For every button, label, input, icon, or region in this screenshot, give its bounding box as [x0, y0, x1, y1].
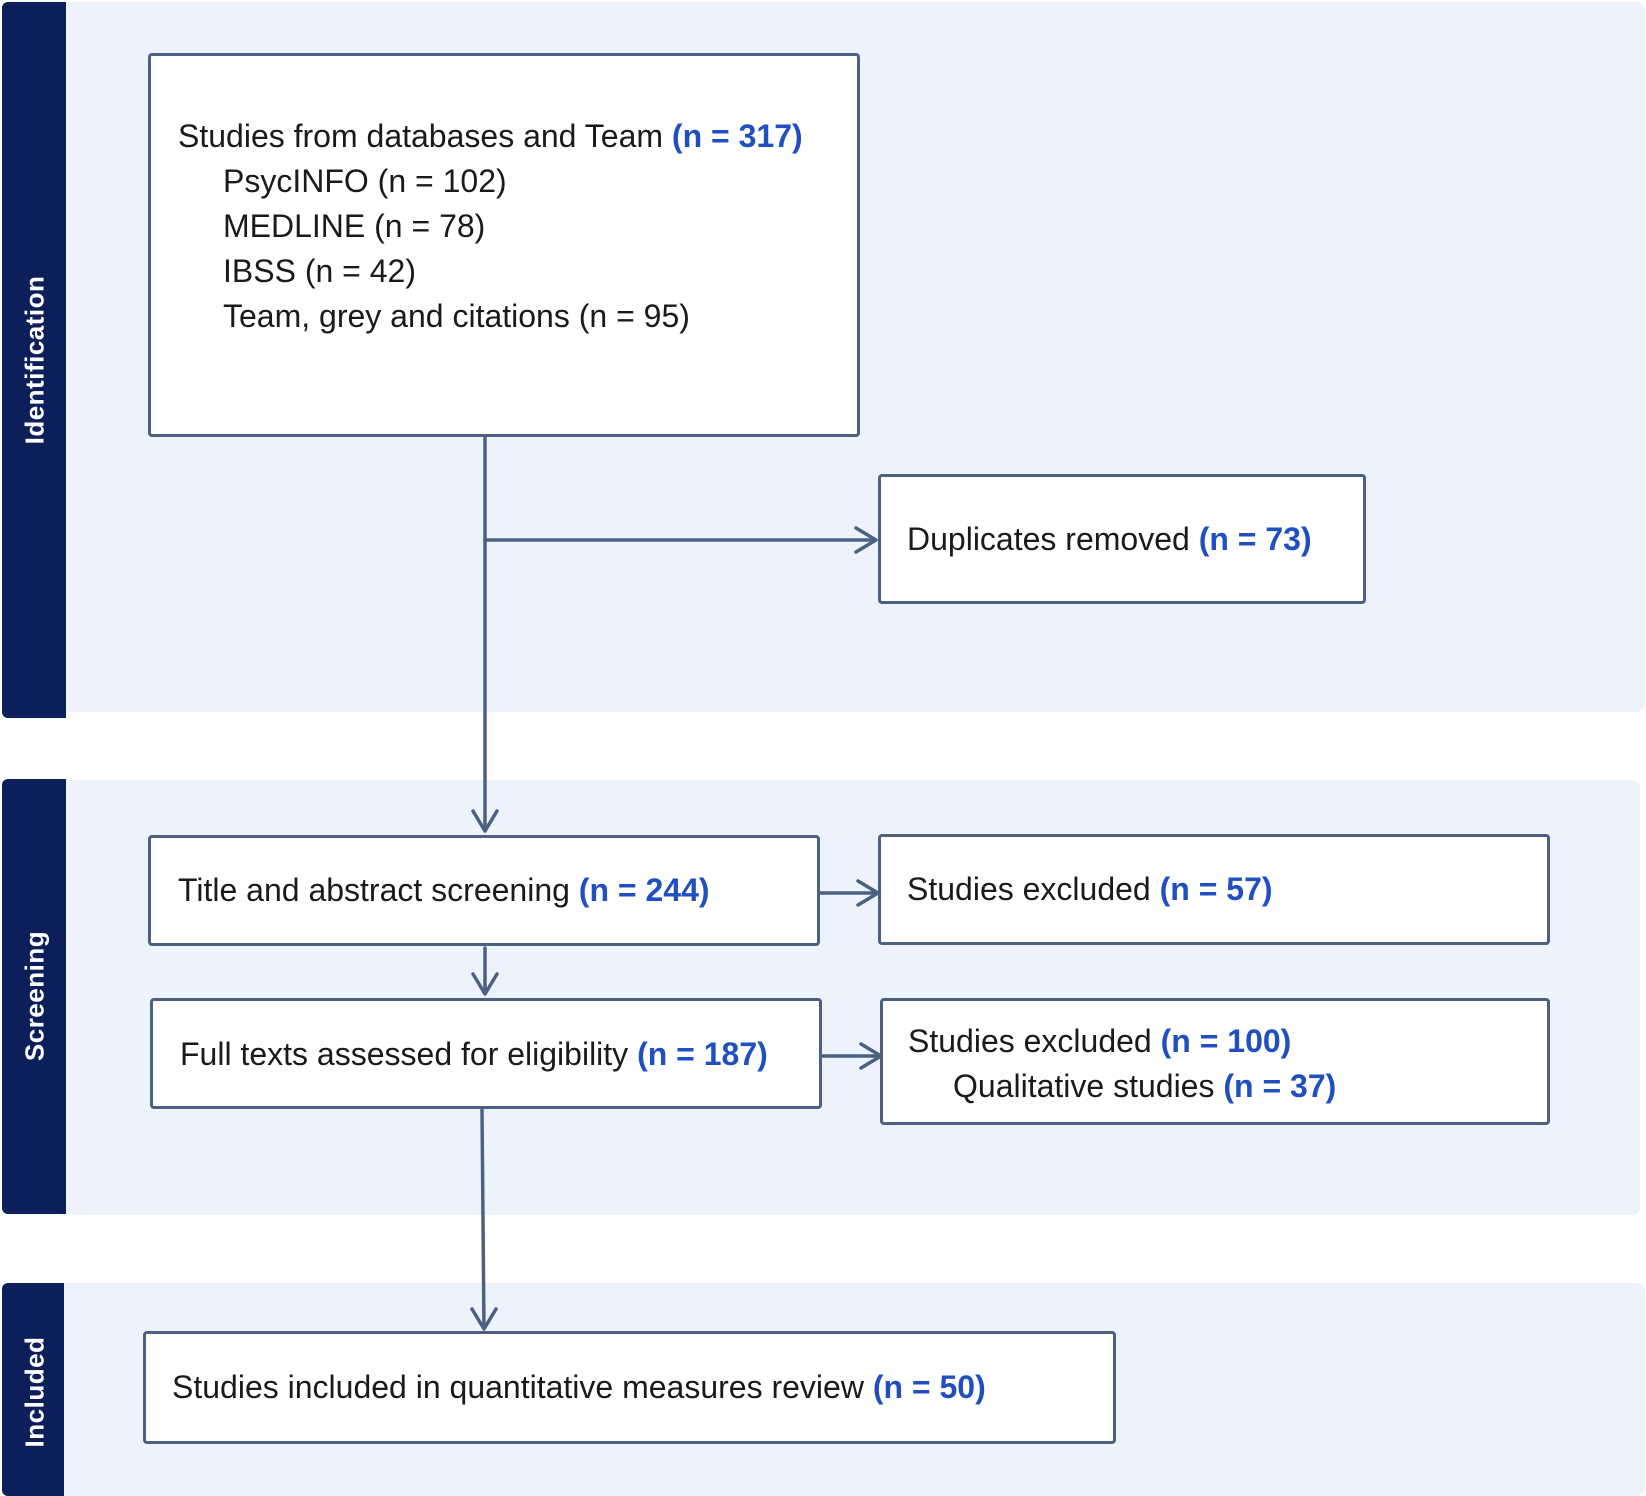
records-label: Studies from databases and Team [178, 118, 664, 154]
studies-included-box: Studies included in quantitative measure… [143, 1331, 1116, 1444]
source-psycinfo: PsycINFO (n = 102) [223, 163, 507, 199]
included-label: Studies included in quantitative measure… [172, 1369, 864, 1405]
identification-phase-tab [2, 2, 66, 718]
title-abstract-label: Title and abstract screening [178, 872, 570, 908]
connector-full-texts-to-included [480, 1108, 486, 1330]
arrowhead-duplicates [854, 526, 878, 554]
arrowhead-included [470, 1307, 498, 1331]
records-heading: Studies from databases and Team (n = 317… [178, 114, 857, 159]
full-texts-label: Full texts assessed for eligibility [180, 1036, 629, 1072]
screening-phase-tab [2, 779, 66, 1214]
included-count: (n = 50) [872, 1369, 986, 1405]
source-medline: MEDLINE (n = 78) [223, 208, 486, 244]
excluded-screening-count: (n = 57) [1159, 871, 1273, 907]
qualitative-studies-label: Qualitative studies [953, 1068, 1215, 1104]
full-texts-assessed-box: Full texts assessed for eligibility (n =… [150, 998, 822, 1109]
excluded-screening-label: Studies excluded [907, 871, 1151, 907]
excluded-full-count: (n = 100) [1160, 1023, 1292, 1059]
full-texts-count: (n = 187) [637, 1036, 768, 1072]
title-abstract-count: (n = 244) [578, 872, 710, 908]
studies-excluded-full-text-box: Studies excluded (n = 100) Qualitative s… [880, 998, 1550, 1125]
included-phase-tab [2, 1283, 64, 1496]
source-team-grey-citations: Team, grey and citations (n = 95) [223, 298, 690, 334]
source-ibss: IBSS (n = 42) [223, 253, 416, 289]
qualitative-studies-count: (n = 37) [1223, 1068, 1337, 1104]
records-identified-box: Studies from databases and Team (n = 317… [148, 53, 860, 437]
records-count: (n = 317) [671, 118, 803, 154]
excluded-full-label: Studies excluded [908, 1023, 1152, 1059]
duplicates-label: Duplicates removed [907, 521, 1190, 557]
title-abstract-screening-box: Title and abstract screening (n = 244) [148, 835, 820, 946]
arrowhead-screening [471, 809, 499, 833]
duplicates-removed-box: Duplicates removed (n = 73) [878, 474, 1366, 604]
studies-excluded-screening-box: Studies excluded (n = 57) [878, 834, 1550, 945]
duplicates-count: (n = 73) [1198, 521, 1312, 557]
arrowhead-full-texts [471, 972, 499, 996]
